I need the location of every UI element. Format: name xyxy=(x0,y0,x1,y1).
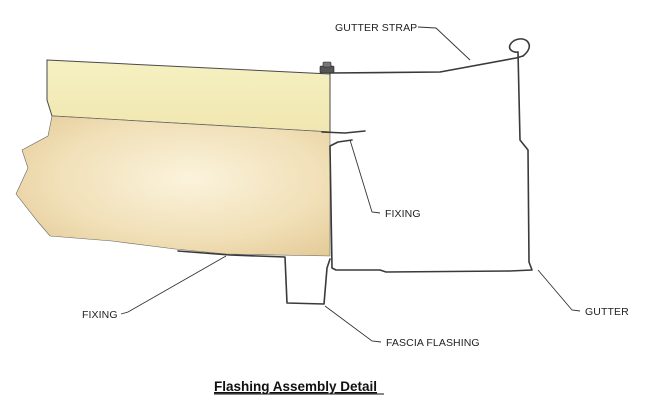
gutter-strap xyxy=(329,55,524,74)
label-fixing-upper: FIXING xyxy=(385,208,421,220)
leader-gutter-strap xyxy=(417,26,471,61)
strap-bolt xyxy=(319,61,335,74)
leader-fixing-upper xyxy=(349,139,381,214)
fascia-flashing xyxy=(177,250,331,305)
leader-gutter xyxy=(537,269,581,312)
leader-fascia-flashing xyxy=(324,305,382,343)
upper-fixing-plate xyxy=(321,130,366,134)
label-fixing-lower: FIXING xyxy=(82,309,118,321)
label-gutter: GUTTER xyxy=(585,306,629,318)
leader-fixing-lower xyxy=(120,255,227,315)
diagram-caption: Flashing Assembly Detail xyxy=(214,379,377,394)
label-gutter-strap: GUTTER STRAP xyxy=(335,22,417,34)
fascia-board xyxy=(15,115,331,257)
gutter-profile xyxy=(329,38,533,273)
label-fascia-flashing: FASCIA FLASHING xyxy=(386,337,480,349)
